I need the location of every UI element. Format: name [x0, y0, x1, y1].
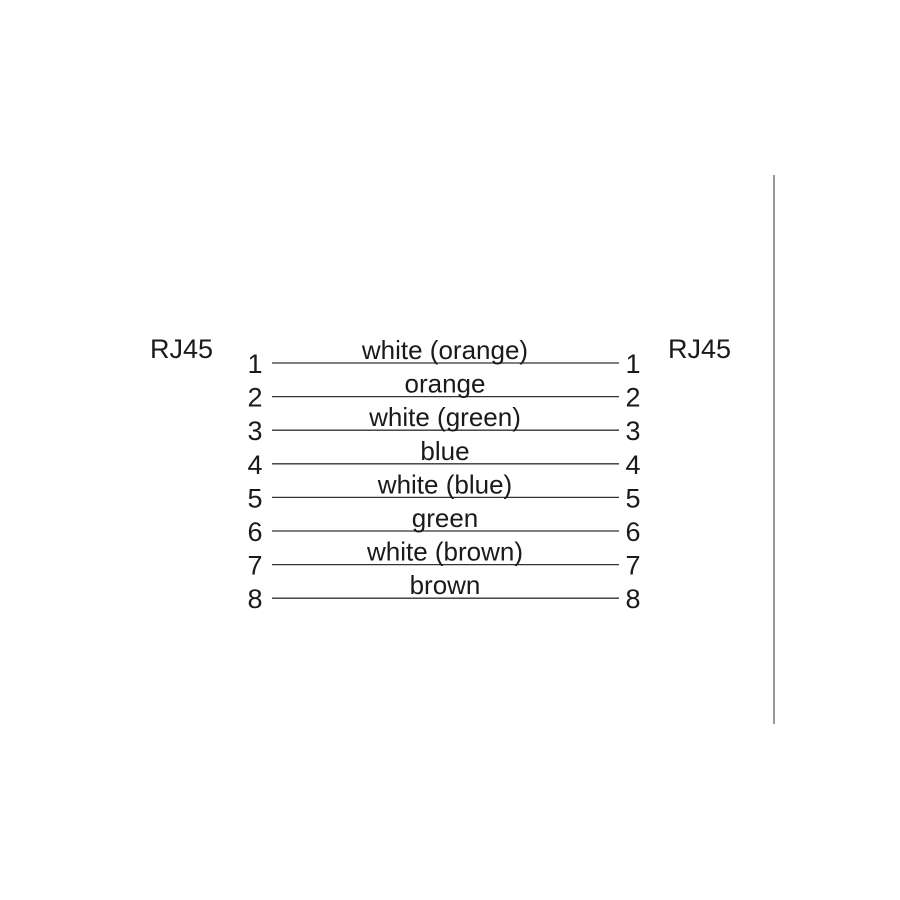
wire-row: 2 orange 2	[247, 369, 640, 413]
wire-color-label: white (green)	[368, 402, 521, 432]
wire-color-label: blue	[420, 436, 469, 466]
wire-row: 8 brown 8	[247, 570, 640, 614]
wire-row: 5 white (blue) 5	[247, 469, 640, 513]
left-pin-number: 2	[247, 383, 262, 413]
wire-color-label: brown	[410, 570, 481, 600]
right-pin-number: 6	[625, 517, 640, 547]
wire-row: 3 white (green) 3	[247, 402, 640, 446]
right-pin-number: 7	[625, 551, 640, 581]
left-pin-number: 1	[247, 349, 262, 379]
right-connector-label: RJ45	[668, 334, 731, 364]
right-pin-number: 4	[625, 450, 640, 480]
wire-color-label: orange	[405, 369, 486, 399]
left-pin-number: 5	[247, 483, 262, 513]
wire-row: 6 green 6	[247, 503, 640, 547]
left-pin-number: 4	[247, 450, 262, 480]
wire-color-label: white (orange)	[361, 335, 528, 365]
wire-color-label: white (brown)	[366, 537, 523, 567]
right-pin-number: 8	[625, 584, 640, 614]
left-pin-number: 3	[247, 416, 262, 446]
left-connector-label: RJ45	[150, 334, 213, 364]
right-pin-number: 3	[625, 416, 640, 446]
right-pin-number: 1	[625, 349, 640, 379]
wire-color-label: green	[412, 503, 479, 533]
left-pin-number: 6	[247, 517, 262, 547]
wire-row: 7 white (brown) 7	[247, 537, 640, 581]
right-pin-number: 5	[625, 483, 640, 513]
left-pin-number: 8	[247, 584, 262, 614]
right-pin-number: 2	[625, 383, 640, 413]
wire-color-label: white (blue)	[377, 469, 512, 499]
left-pin-number: 7	[247, 551, 262, 581]
wire-row: 4 blue 4	[247, 436, 640, 480]
wire-row: 1 white (orange) 1	[247, 335, 640, 379]
